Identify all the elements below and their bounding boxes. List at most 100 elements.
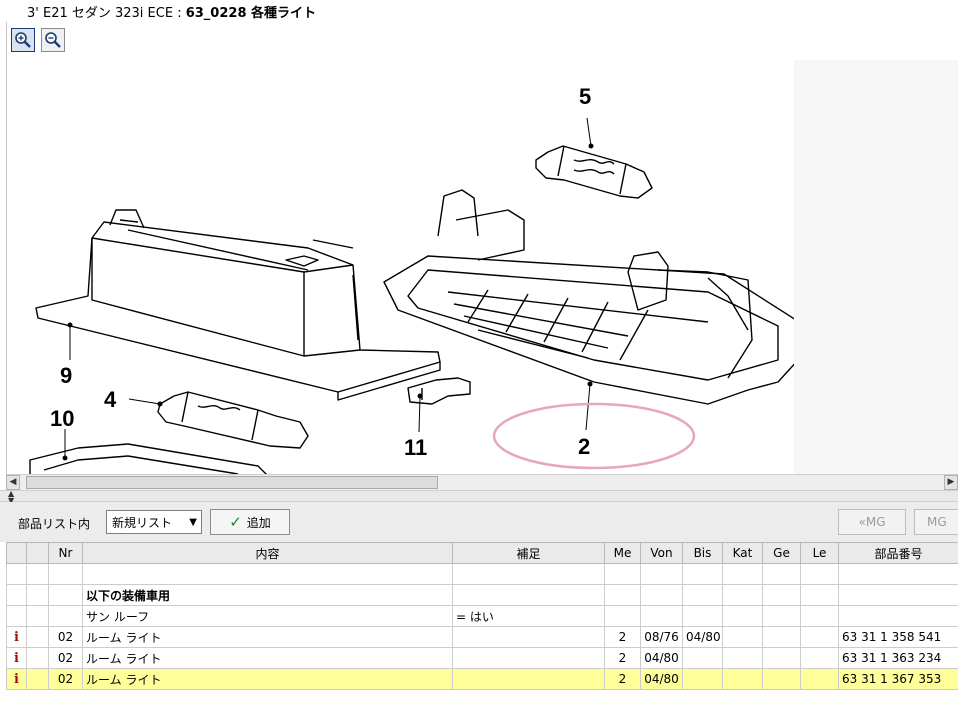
zoom-out-button[interactable]: [41, 28, 65, 52]
cell-nr: 02: [48, 626, 83, 648]
parts-diagram-drawing: 5 9 4 10 11 2: [29, 84, 799, 477]
info-icon[interactable]: i: [6, 647, 27, 669]
diagram-viewer: 5 9 4 10 11 2: [6, 22, 958, 488]
info-icon[interactable]: i: [6, 626, 27, 648]
scroll-right-icon[interactable]: ▶: [944, 475, 958, 490]
cell-nr: 02: [48, 668, 83, 690]
table-row[interactable]: 以下の装備車用: [6, 584, 958, 606]
callout-5: 5: [579, 84, 591, 109]
cell-part-number: 63 31 1 363 234: [838, 647, 958, 669]
cell-part-number: [838, 605, 958, 627]
cell-note: [452, 668, 605, 690]
callout-4: 4: [104, 387, 117, 412]
cell-bis: [682, 668, 723, 690]
cell-ge: [762, 647, 801, 669]
table-row[interactable]: サン ルーフ = はい: [6, 605, 958, 627]
info-icon[interactable]: [6, 584, 27, 606]
cell-me: 2: [604, 668, 641, 690]
cell-le: [800, 626, 839, 648]
cell-part-number: [838, 584, 958, 606]
info-icon[interactable]: [6, 605, 27, 627]
callout-2: 2: [578, 434, 590, 459]
zoom-in-icon: [15, 32, 31, 48]
cell-bis: [682, 647, 723, 669]
cell-von: 08/76: [640, 626, 683, 648]
table-header-row: Nr 内容 補足 Me Von Bis Kat Ge Le 部品番号: [6, 542, 958, 564]
col-me[interactable]: Me: [604, 542, 641, 564]
col-flag[interactable]: [26, 542, 49, 564]
add-button[interactable]: ✓ 追加: [210, 509, 290, 535]
cell-kat: [722, 647, 763, 669]
parts-list-label: 部品リスト内: [18, 517, 91, 531]
col-ge[interactable]: Ge: [762, 542, 801, 564]
callout-9: 9: [60, 363, 72, 388]
col-von[interactable]: Von: [640, 542, 683, 564]
callout-11: 11: [404, 435, 427, 460]
col-note[interactable]: 補足: [452, 542, 605, 564]
chevron-down-icon: ▼: [189, 517, 197, 528]
table-row-empty[interactable]: [6, 563, 958, 585]
cell-note: [452, 647, 605, 669]
cell-von: [640, 584, 683, 606]
cell-content: 以下の装備車用: [82, 584, 453, 606]
cell-kat: [722, 668, 763, 690]
col-content[interactable]: 内容: [82, 542, 453, 564]
table-row[interactable]: i 02 ルーム ライト 2 08/76 04/80 63 31 1 358 5…: [6, 626, 958, 648]
cell-von: 04/80: [640, 647, 683, 669]
col-kat[interactable]: Kat: [722, 542, 763, 564]
col-nr[interactable]: Nr: [48, 542, 83, 564]
list-select[interactable]: 新規リスト ▼: [106, 510, 202, 534]
cell-me: [604, 605, 641, 627]
window-title-bar: 3' E21 セダン 323i ECE : 63_0228 各種ライト: [0, 0, 958, 22]
parts-table: Nr 内容 補足 Me Von Bis Kat Ge Le 部品番号 以下の装備…: [6, 542, 958, 690]
cell-le: [800, 584, 839, 606]
mg-previous-button[interactable]: «MG: [838, 509, 906, 535]
zoom-out-icon: [45, 32, 61, 48]
cell-ge: [762, 605, 801, 627]
cell-ge: [762, 584, 801, 606]
cell-nr: [48, 605, 83, 627]
cell-kat: [722, 626, 763, 648]
cell-le: [800, 647, 839, 669]
cell-le: [800, 668, 839, 690]
list-select-value: 新規リスト: [112, 515, 173, 530]
diagram-horizontal-scrollbar[interactable]: ◀ ▶: [6, 474, 958, 490]
cell-ge: [762, 668, 801, 690]
cell-le: [800, 605, 839, 627]
cell-kat: [722, 584, 763, 606]
col-info[interactable]: [6, 542, 27, 564]
checkmark-icon: ✓: [229, 513, 242, 531]
cell-content: サン ルーフ: [82, 605, 453, 627]
scroll-left-icon[interactable]: ◀: [6, 475, 20, 490]
info-icon[interactable]: i: [6, 668, 27, 690]
cell-content: ルーム ライト: [82, 647, 453, 669]
table-row-selected[interactable]: i 02 ルーム ライト 2 04/80 63 31 1 367 353: [6, 668, 958, 690]
zoom-toolbar: [7, 22, 958, 58]
col-part-number[interactable]: 部品番号: [838, 542, 958, 564]
cell-part-number: 63 31 1 358 541: [838, 626, 958, 648]
cell-note: [452, 626, 605, 648]
cell-me: [604, 584, 641, 606]
add-button-label: 追加: [246, 515, 271, 530]
col-le[interactable]: Le: [800, 542, 839, 564]
cell-kat: [722, 605, 763, 627]
cell-me: 2: [604, 626, 641, 648]
cell-von: 04/80: [640, 668, 683, 690]
mg-next-button[interactable]: MG: [914, 509, 958, 535]
zoom-in-button[interactable]: [11, 28, 35, 52]
scrollbar-thumb[interactable]: [26, 476, 438, 489]
cell-nr: 02: [48, 647, 83, 669]
pane-splitter[interactable]: ▲▼: [0, 489, 958, 505]
cell-ge: [762, 626, 801, 648]
parts-list-toolbar: 部品リスト内 新規リスト ▼ ✓ 追加 «MG MG: [0, 502, 958, 542]
cell-content: ルーム ライト: [82, 668, 453, 690]
cell-von: [640, 605, 683, 627]
cell-bis: [682, 584, 723, 606]
cell-me: 2: [604, 647, 641, 669]
table-row[interactable]: i 02 ルーム ライト 2 04/80 63 31 1 363 234: [6, 647, 958, 669]
page-title: 3' E21 セダン 323i ECE : 63_0228 各種ライト: [27, 6, 317, 21]
cell-nr: [48, 584, 83, 606]
col-bis[interactable]: Bis: [682, 542, 723, 564]
splitter-arrows-icon[interactable]: ▲▼: [8, 489, 15, 505]
cell-note: = はい: [452, 605, 605, 627]
